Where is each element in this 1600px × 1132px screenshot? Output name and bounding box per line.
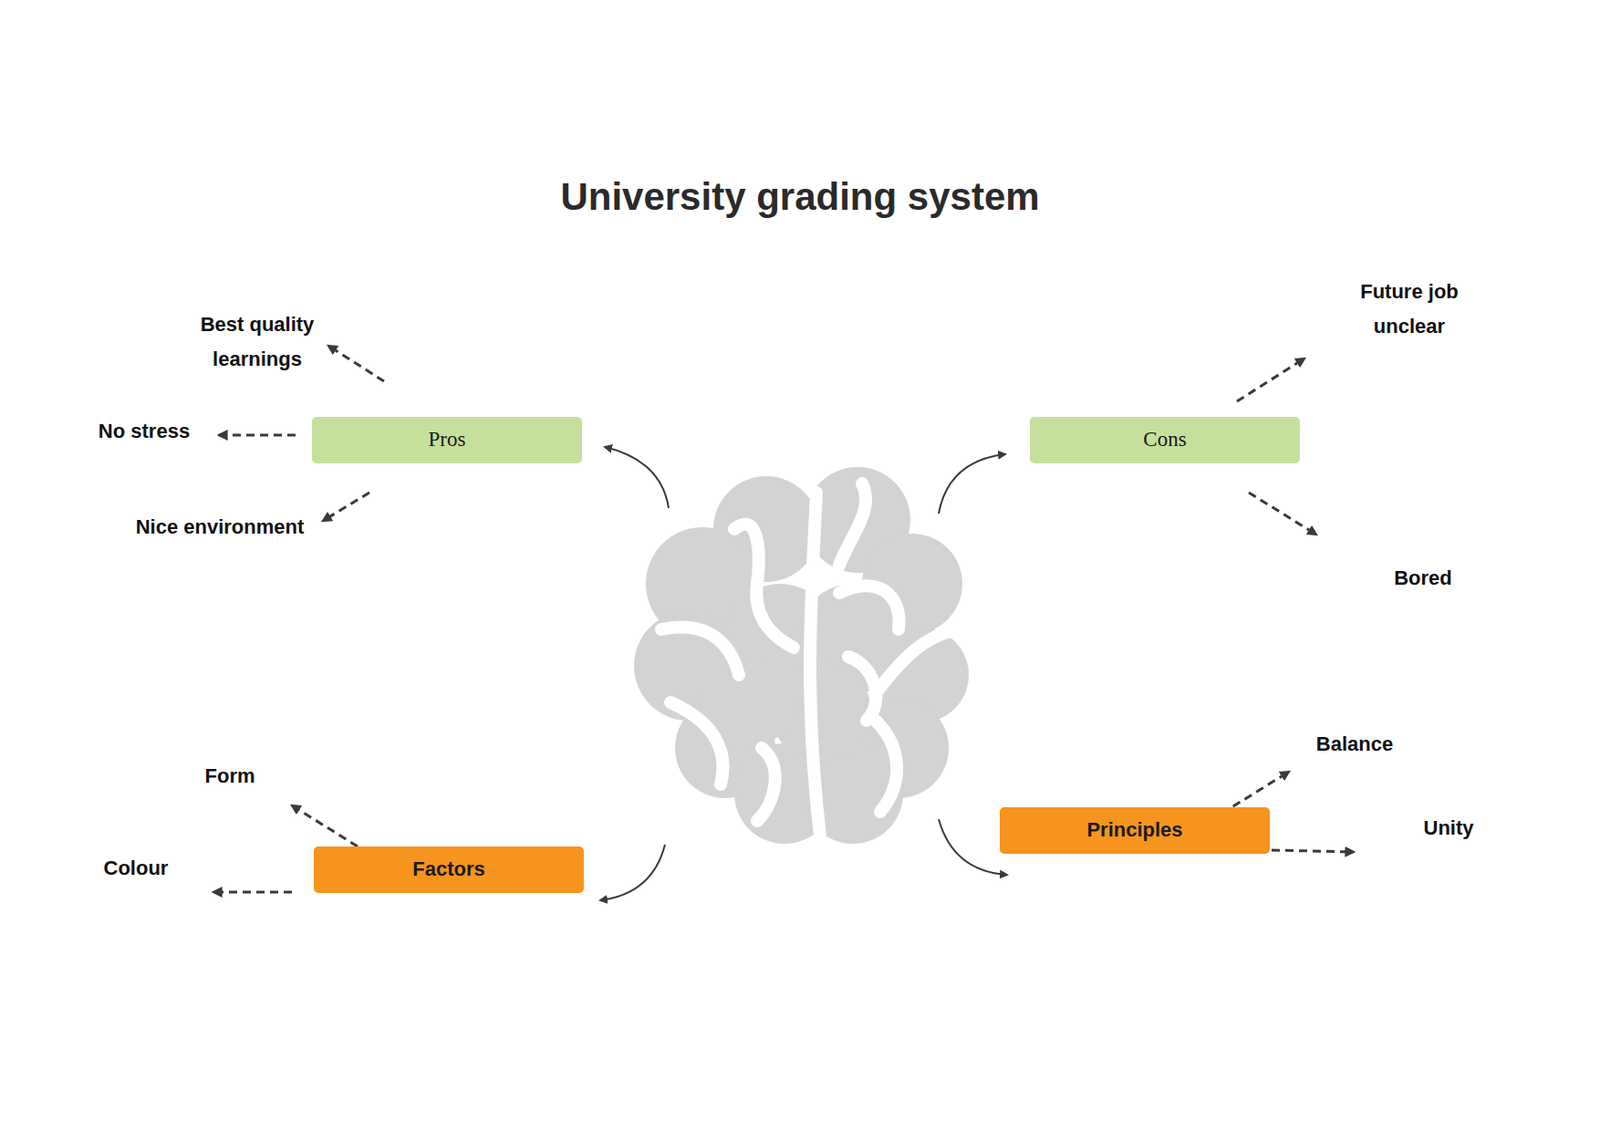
brain-illustration xyxy=(633,467,969,844)
curved-arrows xyxy=(600,446,1008,901)
branch-label: Unity xyxy=(1423,810,1475,847)
node-label: Principles xyxy=(1086,818,1183,842)
branch-label: Future job unclear xyxy=(1340,274,1478,345)
node-label: Cons xyxy=(1142,427,1186,452)
node-label: Pros xyxy=(428,427,467,452)
leader-arrows xyxy=(213,345,1354,893)
branch-label: Form xyxy=(205,758,256,795)
principles-box: Principles xyxy=(999,807,1270,854)
branch-label: No stress xyxy=(98,414,190,450)
node-label: Factors xyxy=(412,857,485,882)
brain-folds xyxy=(661,483,967,844)
diagram-title: University grading system xyxy=(560,175,1039,219)
branch-label: Colour xyxy=(103,851,169,887)
pros-box: Pros xyxy=(311,416,582,464)
branch-label: Nice environment xyxy=(135,509,305,546)
branch-label: Bored xyxy=(1393,561,1453,597)
cons-box: Cons xyxy=(1029,416,1300,464)
branch-label: Balance xyxy=(1316,727,1393,763)
factors-box: Factors xyxy=(313,846,584,894)
branch-label: Best quality learnings xyxy=(184,307,331,378)
